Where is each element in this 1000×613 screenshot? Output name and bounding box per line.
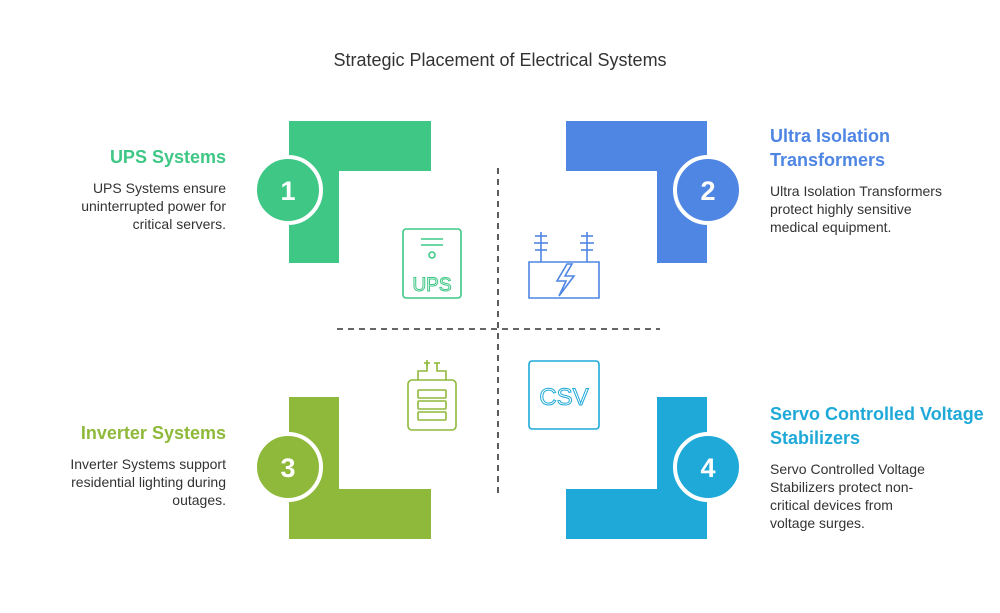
quadrant-3-shape [289,397,431,539]
diagram-title: Strategic Placement of Electrical System… [333,50,667,70]
battery-icon [407,360,457,431]
item-4-heading: Servo Controlled Voltage Stabilizers [770,404,984,448]
item-4-description: Servo Controlled Voltage Stabilizers pro… [770,461,925,531]
quadrant-1-shape [289,121,431,263]
quadrant-1-number: 1 [280,176,295,206]
quadrant-2-shape [566,121,707,263]
ups-icon: UPS [402,228,462,299]
item-2-description: Ultra Isolation Transformers protect hig… [770,183,942,235]
quadrant-4-shape [566,397,707,539]
item-1-description: UPS Systems ensure uninterrupted power f… [81,180,226,232]
quadrant-4-badge [673,432,743,502]
csv-icon-label: CSV [539,384,588,411]
transformer-icon [528,232,600,299]
csv-icon: CSV [528,360,600,430]
quadrant-3-number: 3 [280,453,295,483]
item-2-heading: Ultra Isolation Transformers [770,126,891,170]
item-1-block: UPS Systems UPS Systems ensure uninterru… [0,145,226,233]
item-3-description: Inverter Systems support residential lig… [70,456,226,508]
item-3-heading: Inverter Systems [80,423,226,443]
item-3-block: Inverter Systems Inverter Systems suppor… [0,421,226,509]
quadrant-2-number: 2 [700,176,715,206]
quadrant-1-badge [253,155,323,225]
quadrant-4-number: 4 [700,453,715,483]
item-1-heading: UPS Systems [109,147,226,167]
item-2-block: Ultra Isolation Transformers Ultra Isola… [770,124,970,236]
quadrant-3-badge [253,432,323,502]
ups-icon-label: UPS [412,275,451,296]
quadrant-2-badge [673,155,743,225]
item-4-block: Servo Controlled Voltage Stabilizers Ser… [770,402,985,532]
